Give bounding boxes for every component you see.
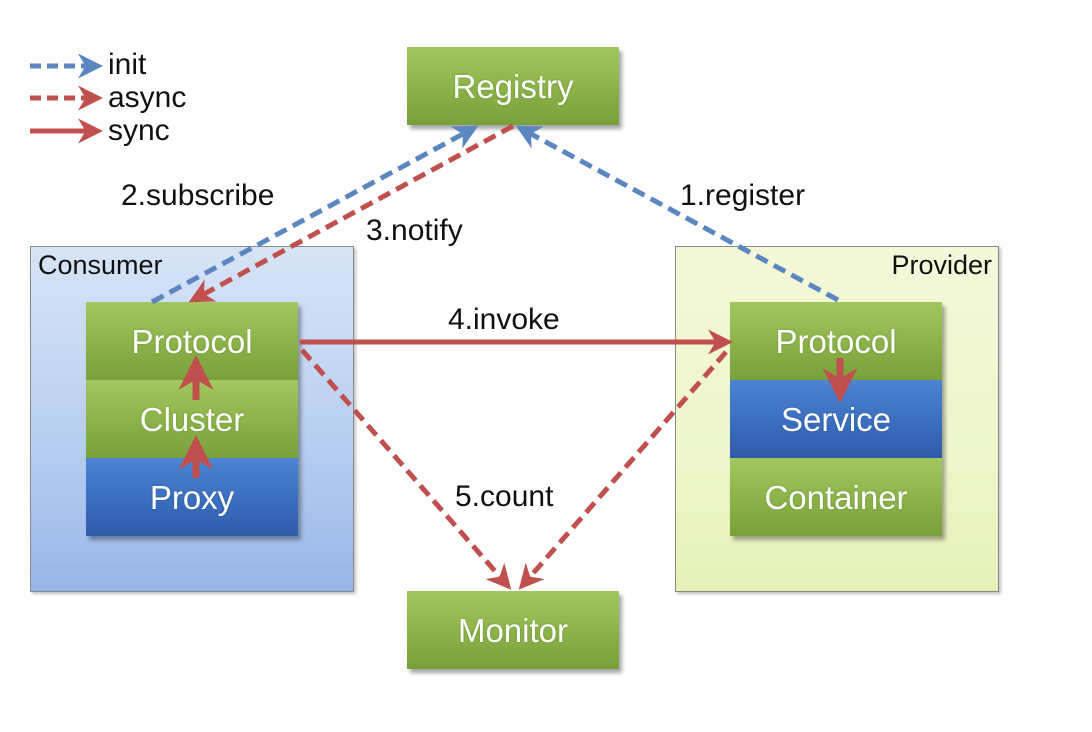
consumer-title: Consumer — [38, 250, 163, 280]
count-arrow-consumer — [300, 348, 512, 590]
subscribe-arrow — [150, 125, 479, 305]
register-label: 1.register — [680, 179, 806, 212]
legend-init-label: init — [108, 48, 147, 81]
legend-async-label: async — [108, 81, 187, 114]
provider-container-layer: Container — [730, 458, 942, 536]
legend-sync-label: sync — [108, 114, 170, 147]
register-arrow — [515, 125, 840, 303]
monitor-node: Monitor — [407, 591, 619, 669]
notify-arrow — [188, 123, 515, 303]
subscribe-label: 2.subscribe — [121, 179, 275, 212]
provider-protocol-layer: Protocol — [730, 302, 942, 380]
registry-node: Registry — [407, 47, 619, 125]
invoke-label: 4.invoke — [448, 303, 560, 336]
notify-label: 3.notify — [366, 214, 463, 247]
count-arrow-provider — [518, 350, 728, 590]
provider-title: Provider — [891, 250, 992, 280]
consumer-proxy-layer: Proxy — [86, 458, 298, 536]
count-label: 5.count — [455, 480, 554, 513]
